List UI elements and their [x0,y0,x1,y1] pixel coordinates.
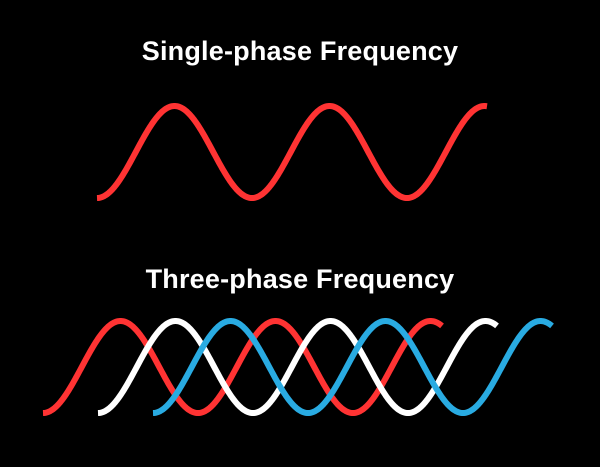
single-phase-title: Single-phase Frequency [141,36,459,66]
three-phase-phase-1-wave [42,318,444,417]
three-phase-phase-3-wave [152,318,554,417]
three-phase-title: Three-phase Frequency [145,264,455,294]
three-phase-phase-2-wave [97,318,499,417]
single-phase-phase-1-wave [96,103,488,202]
